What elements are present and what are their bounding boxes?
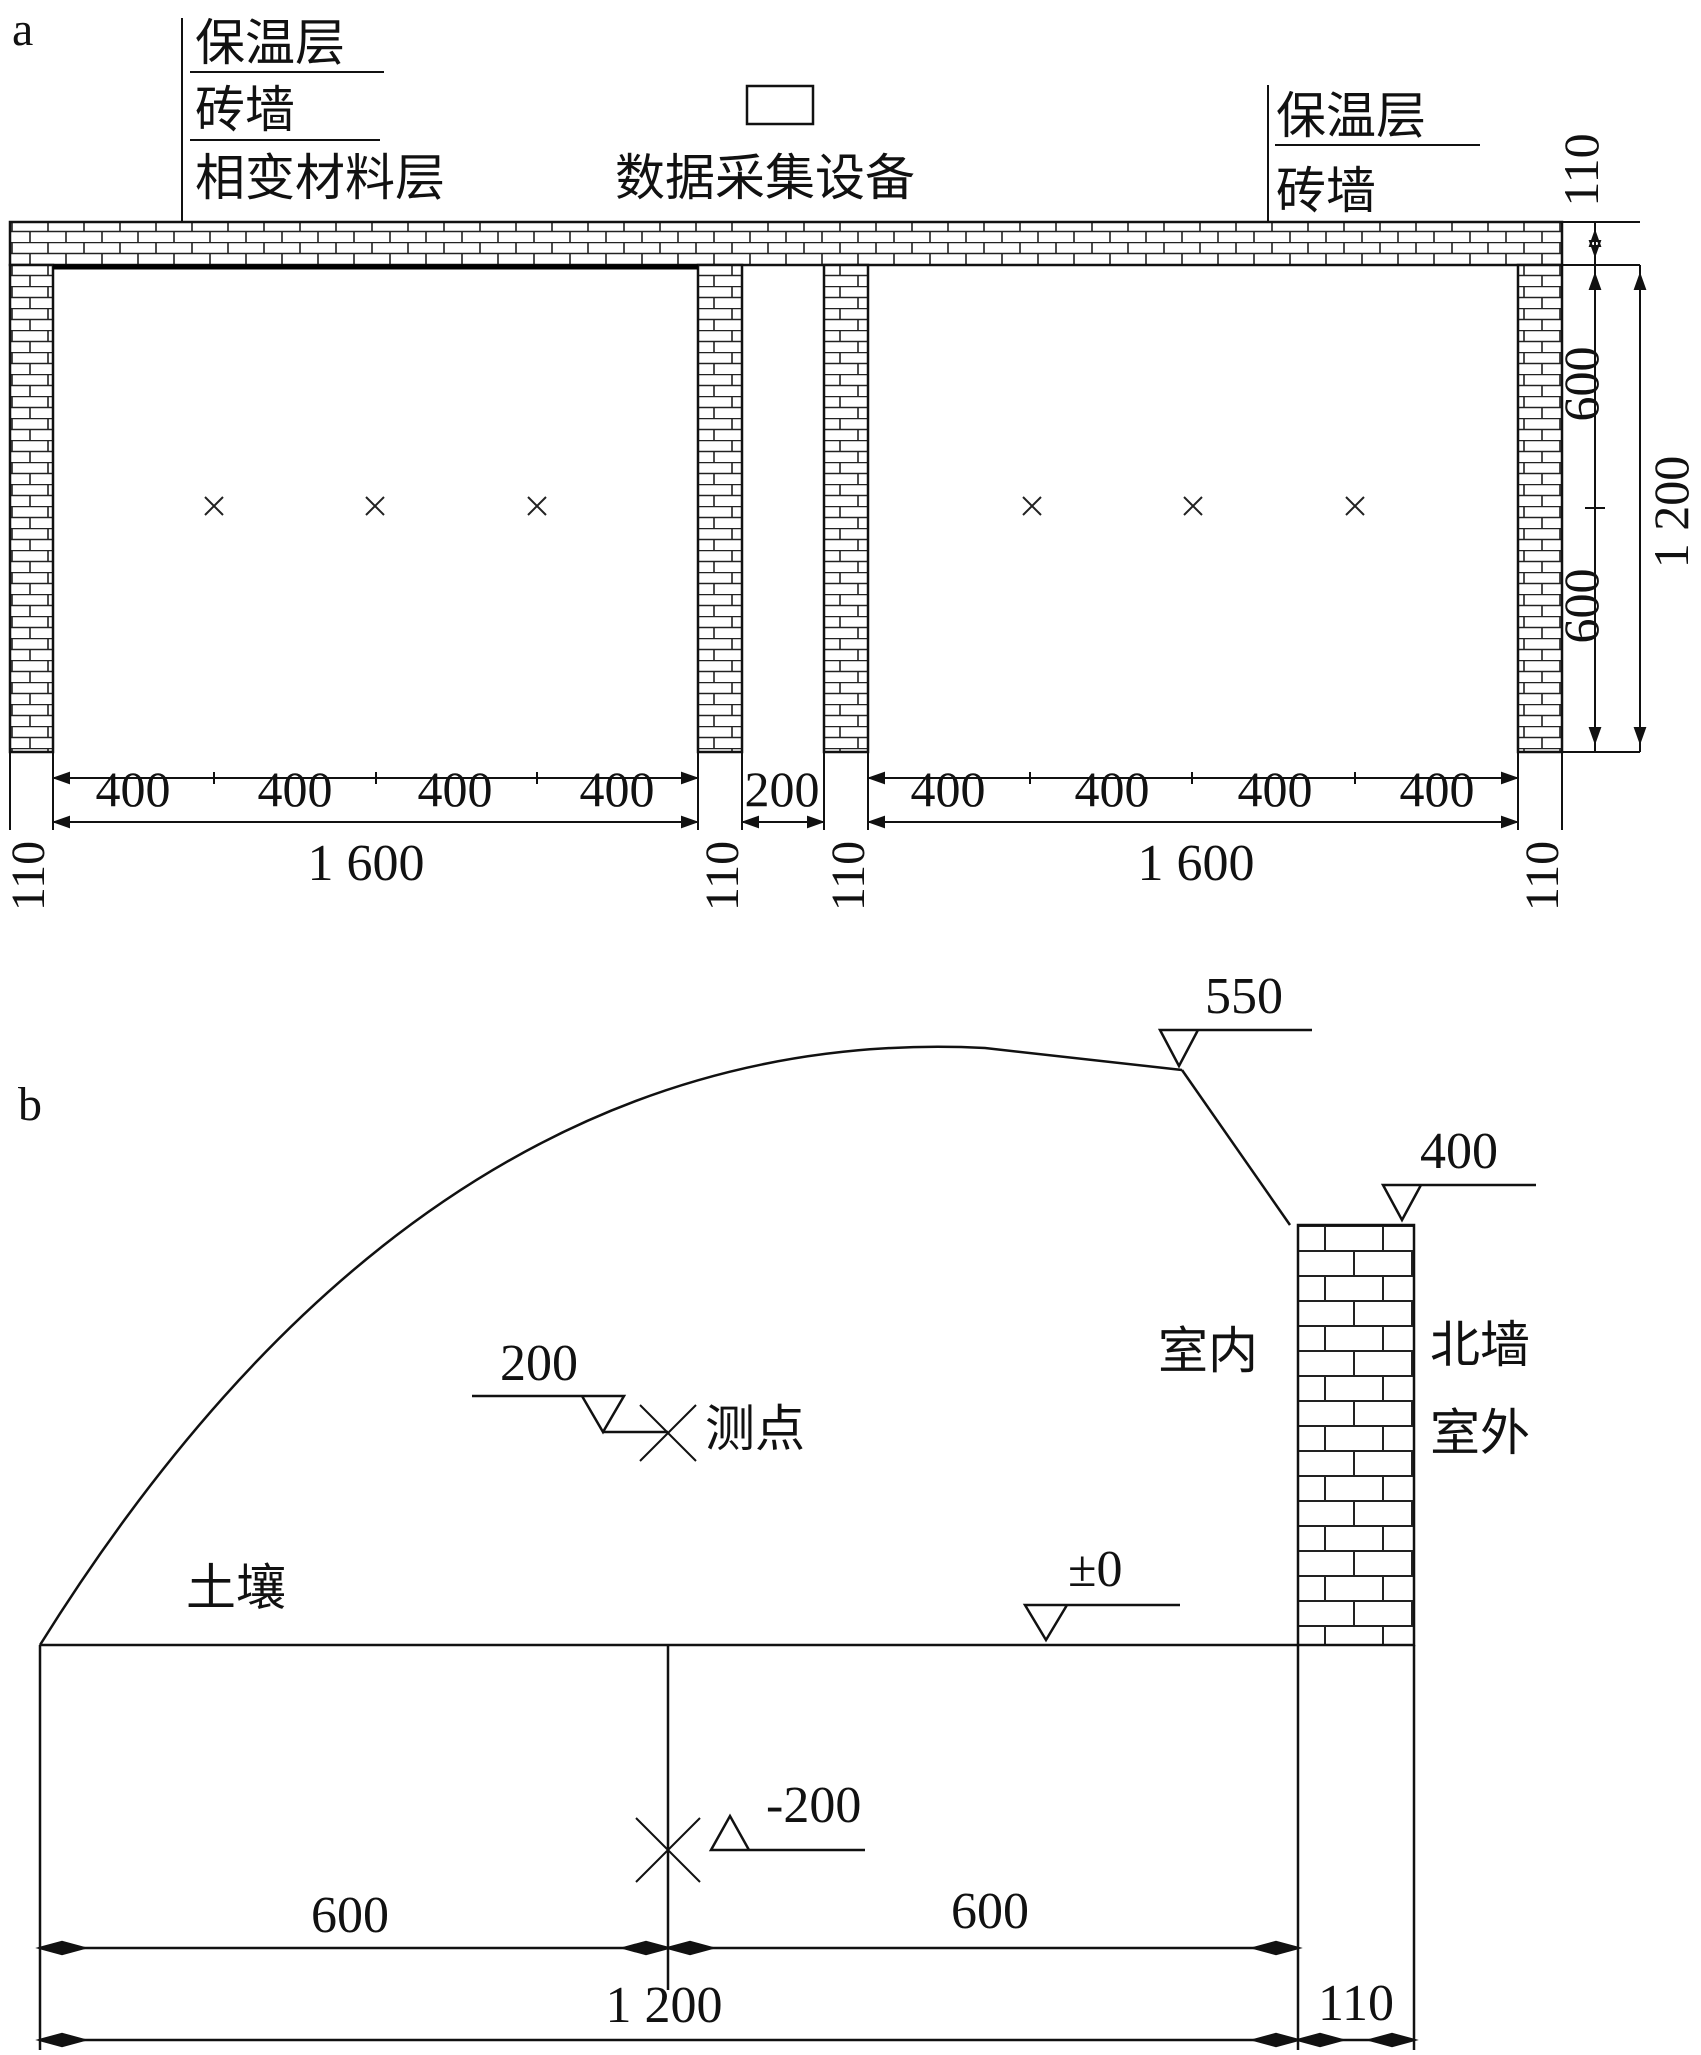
measure-point-upper bbox=[639, 1404, 697, 1462]
dim-top-wall: 110 bbox=[1553, 133, 1609, 206]
panel-a: a 保温层 砖墙 相变材料层 数据采集设备 保温层 砖墙 bbox=[2, 3, 1699, 911]
data-device-box bbox=[745, 84, 815, 126]
measure-point-6 bbox=[1345, 496, 1365, 516]
ridge-marker bbox=[1157, 1028, 1312, 1069]
plan-walls bbox=[8, 220, 1564, 754]
middle-wall-left bbox=[696, 263, 744, 754]
dim-total: 1 200 bbox=[606, 1977, 723, 2034]
measure-point-2 bbox=[365, 496, 385, 516]
point-lower-marker bbox=[708, 1813, 865, 1852]
middle-wall-right bbox=[822, 263, 870, 754]
panel-b: b 550 400 200 ±0 -200 测点 bbox=[18, 968, 1536, 2050]
elevation-markers bbox=[472, 1028, 1536, 1852]
elev-wall-top: 400 bbox=[1420, 1123, 1498, 1180]
left-outer-wall bbox=[8, 263, 55, 754]
measure-point-label: 测点 bbox=[705, 1400, 805, 1458]
right-outer-wall bbox=[1516, 263, 1564, 754]
outdoor-label: 室外 bbox=[1430, 1404, 1530, 1462]
brick-label-left: 砖墙 bbox=[195, 81, 295, 139]
dim-left-seg-2: 400 bbox=[258, 761, 333, 817]
dim-right-total: 1 600 bbox=[1138, 835, 1255, 892]
point-upper-marker bbox=[472, 1394, 668, 1435]
back-roof bbox=[1180, 1069, 1292, 1226]
section-dimension-lines bbox=[35, 1940, 1419, 2048]
panel-a-label: a bbox=[12, 3, 33, 56]
measure-point-1 bbox=[204, 496, 224, 516]
measure-point-3 bbox=[527, 496, 547, 516]
elev-ridge: 550 bbox=[1205, 968, 1283, 1025]
dim-right-seg-3: 400 bbox=[1238, 761, 1313, 817]
roof-arc bbox=[38, 1045, 1183, 1646]
insulation-label-left: 保温层 bbox=[195, 14, 345, 72]
top-wall bbox=[8, 220, 1564, 267]
dim-left-seg-4: 400 bbox=[580, 761, 655, 817]
dim-right-seg-2: 400 bbox=[1075, 761, 1150, 817]
data-device-label: 数据采集设备 bbox=[615, 149, 915, 207]
plan-segment-labels: 400 400 400 400 200 400 400 400 400 1 60… bbox=[2, 761, 1569, 911]
horizontal-dimension-lines bbox=[9, 752, 1563, 830]
measure-point-4 bbox=[1022, 496, 1042, 516]
dim-gap: 200 bbox=[745, 761, 820, 817]
dim-half-height-lower: 600 bbox=[1553, 569, 1609, 644]
dim-left-seg-1: 400 bbox=[96, 761, 171, 817]
dim-right-seg-4: 400 bbox=[1400, 761, 1475, 817]
measure-point-lower bbox=[635, 1817, 701, 1883]
elev-ground: ±0 bbox=[1068, 1541, 1123, 1598]
elev-point-lower: -200 bbox=[766, 1777, 861, 1834]
measure-point-5 bbox=[1183, 496, 1203, 516]
label-leaders bbox=[181, 18, 1480, 222]
dim-wall: 110 bbox=[1318, 1975, 1394, 2032]
dim-total-height: 1 200 bbox=[1643, 456, 1699, 569]
dim-left-total: 1 600 bbox=[308, 835, 425, 892]
north-wall bbox=[1296, 1223, 1416, 1647]
pcm-layer-label: 相变材料层 bbox=[195, 149, 445, 207]
dim-left-seg-3: 400 bbox=[418, 761, 493, 817]
dim-left-half: 600 bbox=[311, 1887, 389, 1944]
ground-marker bbox=[1022, 1603, 1180, 1643]
insulation-label-right: 保温层 bbox=[1276, 87, 1426, 145]
soil-label: 土壤 bbox=[186, 1559, 286, 1617]
panel-b-label: b bbox=[18, 1078, 42, 1131]
dim-wall-right-1: 110 bbox=[822, 841, 875, 911]
dim-wall-left-1: 110 bbox=[2, 841, 55, 911]
dim-half-height-upper: 600 bbox=[1553, 347, 1609, 422]
dim-right-half: 600 bbox=[951, 1883, 1029, 1940]
dim-wall-left-2: 110 bbox=[696, 841, 749, 911]
wall-top-marker bbox=[1380, 1183, 1536, 1223]
brick-label-right: 砖墙 bbox=[1276, 162, 1376, 220]
vertical-dimension-lines bbox=[1562, 221, 1647, 753]
plan-measure-points bbox=[204, 496, 1365, 516]
elev-point-upper: 200 bbox=[500, 1335, 578, 1392]
indoor-label: 室内 bbox=[1158, 1322, 1258, 1380]
ground-lines bbox=[38, 1643, 1416, 2050]
dim-wall-right-2: 110 bbox=[1516, 841, 1569, 911]
dim-right-seg-1: 400 bbox=[911, 761, 986, 817]
north-wall-label: 北墙 bbox=[1430, 1316, 1530, 1374]
